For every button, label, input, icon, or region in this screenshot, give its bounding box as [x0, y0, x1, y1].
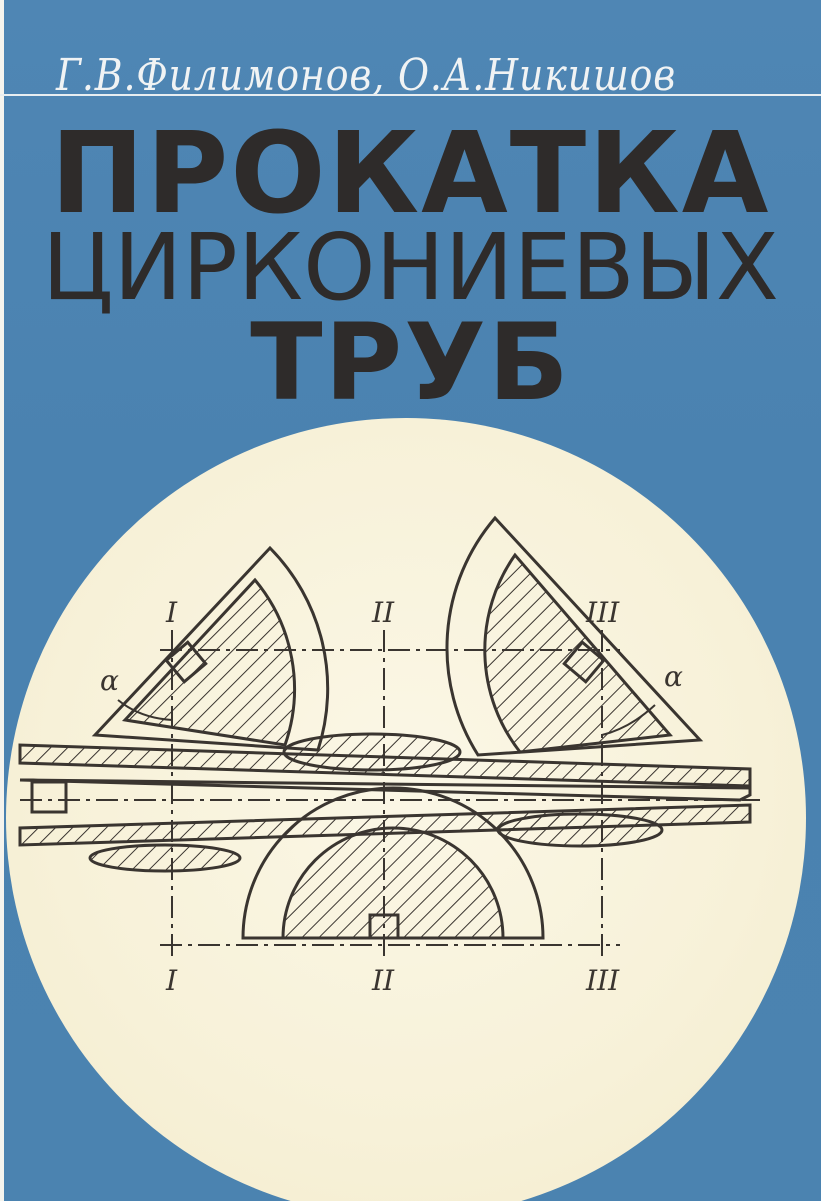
- mandrel: [19, 778, 752, 802]
- roll-bottom-outline: [241, 786, 545, 940]
- section-label-bottom-right: III: [585, 964, 620, 997]
- section-label-bottom-left: I: [165, 964, 178, 997]
- deformation-zone-bottom-right: [496, 812, 664, 848]
- angle-arc-right: [601, 704, 656, 736]
- title-line-1: ПРОКАТКА: [50, 109, 771, 239]
- section-label-bottom-mid: II: [371, 964, 395, 997]
- roll-top-left-section: [121, 577, 296, 747]
- deformation-zone-bottom-left: [88, 843, 242, 873]
- page-edge: [0, 0, 4, 1201]
- authors-line: Г.В.Филимонов, О.А.Никишов: [56, 50, 677, 101]
- section-label-top-mid: II: [371, 596, 395, 629]
- section-label-top-left: I: [165, 596, 178, 629]
- roll-bottom-section: [281, 826, 505, 940]
- deformation-zone-top: [282, 732, 462, 772]
- roll-top-left-key: [164, 640, 208, 684]
- section-label-top-right: III: [585, 596, 620, 629]
- roll-top-right-outline: [445, 515, 704, 757]
- angle-arc-left: [117, 699, 173, 721]
- title-line-2: ЦИРКОНИЕВЫХ: [42, 214, 779, 321]
- roll-top-right-key: [562, 640, 606, 684]
- header-rule: [0, 94, 821, 96]
- roll-top-right-section: [483, 552, 673, 754]
- angle-label-right: α: [664, 660, 683, 693]
- title-line-3: ТРУБ: [250, 301, 571, 424]
- mandrel-end: [30, 780, 68, 814]
- roll-top-left-outline: [91, 545, 330, 752]
- angle-label-left: α: [100, 664, 119, 697]
